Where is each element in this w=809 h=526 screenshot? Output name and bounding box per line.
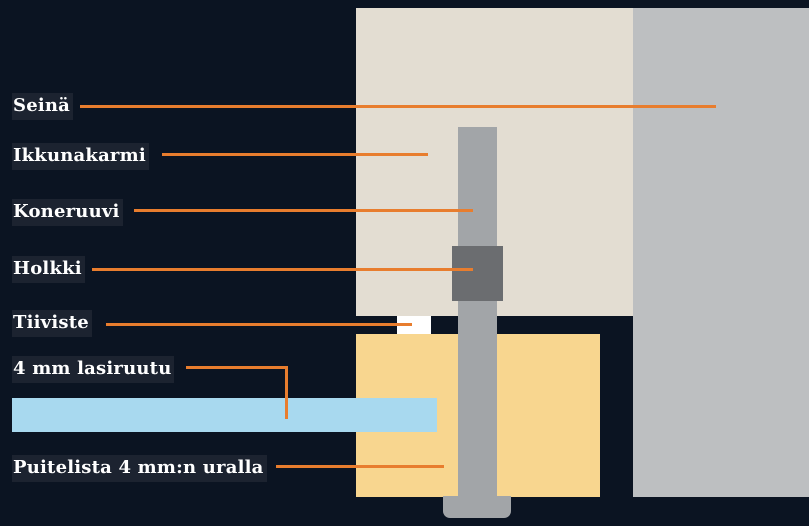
leader-line-tiiviste (106, 323, 412, 326)
label-koneruuvi: Koneruuvi (12, 199, 123, 226)
label-seina: Seinä (12, 93, 74, 120)
glass-pane-section (12, 398, 437, 432)
label-ikkunakarmi: Ikkunakarmi (12, 143, 149, 170)
label-lasiruutu: 4 mm lasiruutu (12, 356, 175, 383)
wall-section (633, 8, 809, 497)
leader-line-ikkunakarmi (162, 153, 428, 156)
sleeve-section (452, 246, 503, 301)
leader-line-puitelista (276, 465, 444, 468)
leader-line-holkki (92, 268, 473, 271)
leader-line-koneruuvi (134, 209, 473, 212)
leader-line-seina (80, 105, 716, 108)
label-tiiviste: Tiiviste (12, 310, 92, 337)
label-puitelista: Puitelista 4 mm:n uralla (12, 455, 267, 482)
leader-line-lasiruutu-horizontal (186, 366, 288, 369)
machine-screw-head (443, 496, 511, 518)
label-holkki: Holkki (12, 256, 85, 283)
seal-section (397, 316, 431, 334)
leader-line-lasiruutu-vertical (285, 366, 288, 419)
machine-screw-shaft (458, 127, 497, 500)
